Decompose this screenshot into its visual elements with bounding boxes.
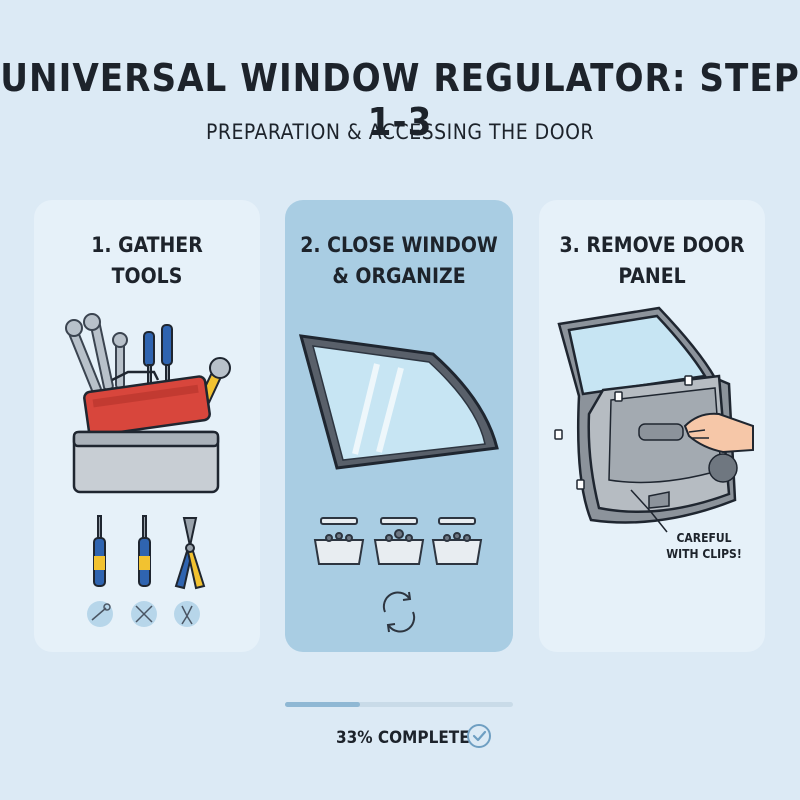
screwdriver-icon bbox=[138, 515, 151, 587]
car-door-icon bbox=[557, 306, 738, 524]
step-card-remove-door-panel[interactable]: 3. REMOVE DOOR PANEL CAREFUL WITH CLIPS! bbox=[539, 200, 765, 652]
progress-bar bbox=[285, 702, 513, 707]
crossed-tools-icon bbox=[131, 601, 157, 627]
step-title: 1. GATHER TOOLS bbox=[91, 233, 203, 288]
parts-tray-icon bbox=[313, 517, 365, 565]
step-card-gather-tools[interactable]: 1. GATHER TOOLS bbox=[34, 200, 260, 652]
progress-label: 33% COMPLETE bbox=[336, 728, 470, 748]
page-subtitle: PREPARATION & ACCESSING THE DOOR bbox=[205, 120, 595, 144]
toolbox-icon bbox=[83, 370, 211, 437]
progress-fill bbox=[285, 702, 361, 707]
wrench-icon bbox=[65, 313, 128, 395]
hand-icon bbox=[683, 412, 754, 454]
window-glass-icon bbox=[298, 334, 499, 470]
step-title: 3. REMOVE DOOR PANEL bbox=[559, 233, 745, 288]
window-illustration bbox=[298, 334, 499, 633]
step-title: 2. CLOSE WINDOW & ORGANIZE bbox=[300, 233, 498, 288]
check-circle-icon bbox=[467, 724, 491, 748]
screwdriver-icon bbox=[143, 324, 173, 386]
page-title: UNIVERSAL WINDOW REGULATOR: STEP 1-3 bbox=[0, 56, 800, 144]
screwdriver-icon bbox=[93, 515, 106, 587]
pliers-icon bbox=[174, 517, 206, 590]
refresh-icon bbox=[382, 591, 416, 633]
tools-illustration bbox=[65, 313, 231, 627]
parts-tray-icon bbox=[373, 517, 425, 565]
step-card-close-window[interactable]: 2. CLOSE WINDOW & ORGANIZE bbox=[285, 200, 513, 652]
door-illustration bbox=[554, 306, 754, 533]
pliers-small-icon bbox=[174, 601, 200, 627]
clips-warning-note: CAREFUL WITH CLIPS! bbox=[666, 531, 742, 561]
parts-tray-icon bbox=[431, 517, 483, 565]
clip-icon bbox=[554, 375, 693, 490]
wrench-icon bbox=[87, 601, 113, 627]
callout-line bbox=[630, 489, 668, 533]
toolbox-base-icon bbox=[72, 430, 220, 494]
